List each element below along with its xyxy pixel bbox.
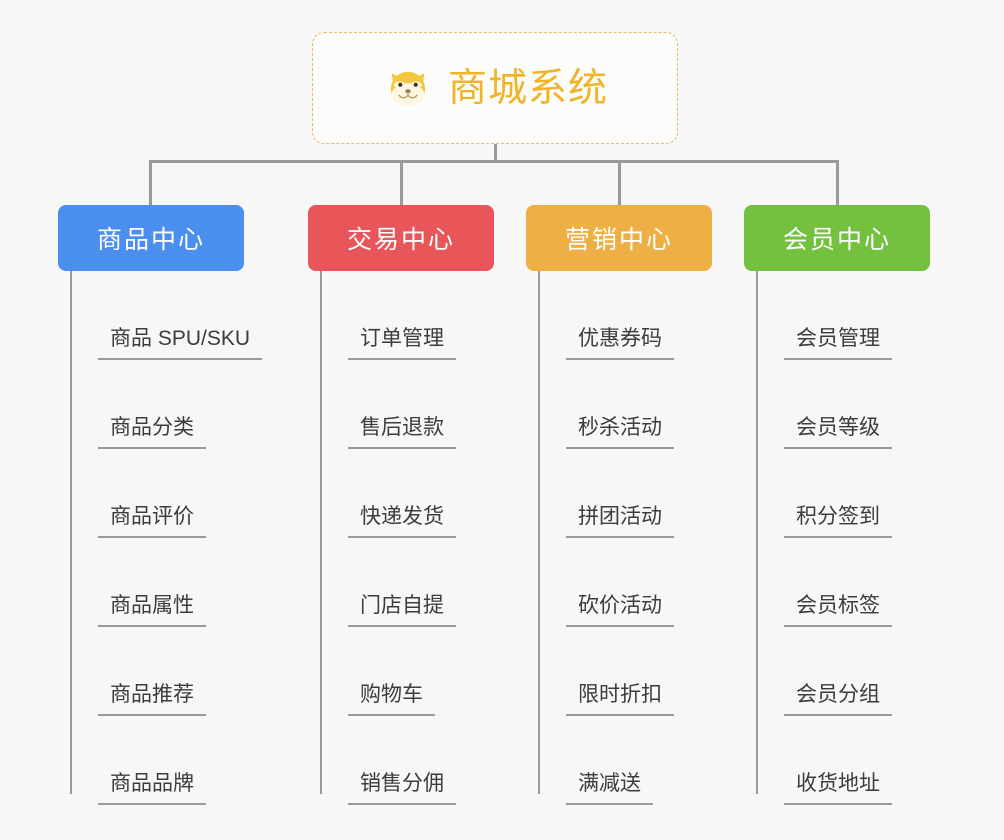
branch-header-1[interactable]: 商品中心: [58, 205, 244, 271]
leaf-label: 限时折扣: [566, 684, 674, 716]
shiba-dog-face-icon: [382, 62, 434, 114]
branch-trunk-3: [538, 271, 540, 794]
leaf-label: 收货地址: [784, 773, 892, 805]
branch-items-1: 商品 SPU/SKU 商品分类 商品评价 商品属性 商品推荐 商品品牌: [58, 271, 263, 805]
leaf-item[interactable]: 快递发货: [320, 449, 494, 538]
leaf-label: 购物车: [348, 684, 435, 716]
leaf-label: 秒杀活动: [566, 417, 674, 449]
root-title: 商城系统: [447, 66, 608, 110]
branch-column-1: 商品中心 商品 SPU/SKU 商品分类 商品评价 商品属性 商品推荐 商品品牌: [58, 205, 263, 805]
leaf-label: 会员标签: [784, 595, 892, 627]
branch-drop-1: [149, 160, 152, 205]
leaf-item[interactable]: 会员管理: [756, 271, 930, 360]
leaf-item[interactable]: 门店自提: [320, 538, 494, 627]
branch-items-4: 会员管理 会员等级 积分签到 会员标签 会员分组 收货地址: [744, 271, 930, 805]
branch-column-4: 会员中心 会员管理 会员等级 积分签到 会员标签 会员分组 收货地址: [744, 205, 930, 805]
leaf-label: 订单管理: [348, 328, 456, 360]
leaf-label: 商品属性: [98, 595, 206, 627]
leaf-item[interactable]: 优惠券码: [538, 271, 712, 360]
branch-header-2[interactable]: 交易中心: [308, 205, 494, 271]
leaf-label: 销售分佣: [348, 773, 456, 805]
leaf-label: 会员等级: [784, 417, 892, 449]
leaf-item[interactable]: 满减送: [538, 716, 712, 805]
branch-items-2: 订单管理 售后退款 快递发货 门店自提 购物车 销售分佣: [308, 271, 494, 805]
leaf-item[interactable]: 商品推荐: [70, 627, 244, 716]
leaf-label: 商品品牌: [98, 773, 206, 805]
branch-header-3[interactable]: 营销中心: [526, 205, 712, 271]
leaf-item[interactable]: 商品 SPU/SKU: [70, 271, 263, 360]
branch-items-3: 优惠券码 秒杀活动 拼团活动 砍价活动 限时折扣 满减送: [526, 271, 712, 805]
leaf-item[interactable]: 拼团活动: [538, 449, 712, 538]
branch-drop-3: [618, 160, 621, 205]
leaf-item[interactable]: 商品分类: [70, 360, 244, 449]
leaf-item[interactable]: 会员标签: [756, 538, 930, 627]
leaf-item[interactable]: 砍价活动: [538, 538, 712, 627]
leaf-label: 商品评价: [98, 506, 206, 538]
leaf-label: 优惠券码: [566, 328, 674, 360]
branch-trunk-2: [320, 271, 322, 794]
leaf-item[interactable]: 商品属性: [70, 538, 244, 627]
branch-drop-4: [836, 160, 839, 205]
root-connector-vertical: [494, 144, 497, 162]
leaf-label: 会员管理: [784, 328, 892, 360]
branch-header-label-2: 交易中心: [346, 226, 455, 254]
leaf-label: 快递发货: [348, 506, 456, 538]
leaf-label: 售后退款: [348, 417, 456, 449]
branch-header-label-4: 会员中心: [782, 226, 891, 254]
leaf-item[interactable]: 购物车: [320, 627, 494, 716]
root-node[interactable]: 商城系统: [312, 32, 678, 144]
leaf-item[interactable]: 会员分组: [756, 627, 930, 716]
branch-connector-bus: [149, 160, 838, 163]
branch-trunk-4: [756, 271, 758, 794]
leaf-label: 商品分类: [98, 417, 206, 449]
leaf-label: 砍价活动: [566, 595, 674, 627]
leaf-item[interactable]: 商品品牌: [70, 716, 244, 805]
leaf-label: 商品推荐: [98, 684, 206, 716]
branch-header-4[interactable]: 会员中心: [744, 205, 930, 271]
leaf-item[interactable]: 销售分佣: [320, 716, 494, 805]
leaf-item[interactable]: 秒杀活动: [538, 360, 712, 449]
leaf-label: 满减送: [566, 773, 653, 805]
leaf-item[interactable]: 收货地址: [756, 716, 930, 805]
branch-drop-2: [400, 160, 403, 205]
leaf-item[interactable]: 售后退款: [320, 360, 494, 449]
branch-column-2: 交易中心 订单管理 售后退款 快递发货 门店自提 购物车 销售分佣: [308, 205, 494, 805]
leaf-item[interactable]: 限时折扣: [538, 627, 712, 716]
branch-trunk-1: [70, 271, 72, 794]
leaf-item[interactable]: 订单管理: [320, 271, 494, 360]
leaf-label: 积分签到: [784, 506, 892, 538]
leaf-label: 商品 SPU/SKU: [98, 328, 263, 360]
branch-header-label-3: 营销中心: [564, 226, 673, 254]
leaf-label: 会员分组: [784, 684, 892, 716]
leaf-item[interactable]: 商品评价: [70, 449, 244, 538]
leaf-label: 拼团活动: [566, 506, 674, 538]
branch-column-3: 营销中心 优惠券码 秒杀活动 拼团活动 砍价活动 限时折扣 满减送: [526, 205, 712, 805]
leaf-item[interactable]: 会员等级: [756, 360, 930, 449]
leaf-label: 门店自提: [348, 595, 456, 627]
branch-header-label-1: 商品中心: [96, 226, 205, 254]
leaf-item[interactable]: 积分签到: [756, 449, 930, 538]
